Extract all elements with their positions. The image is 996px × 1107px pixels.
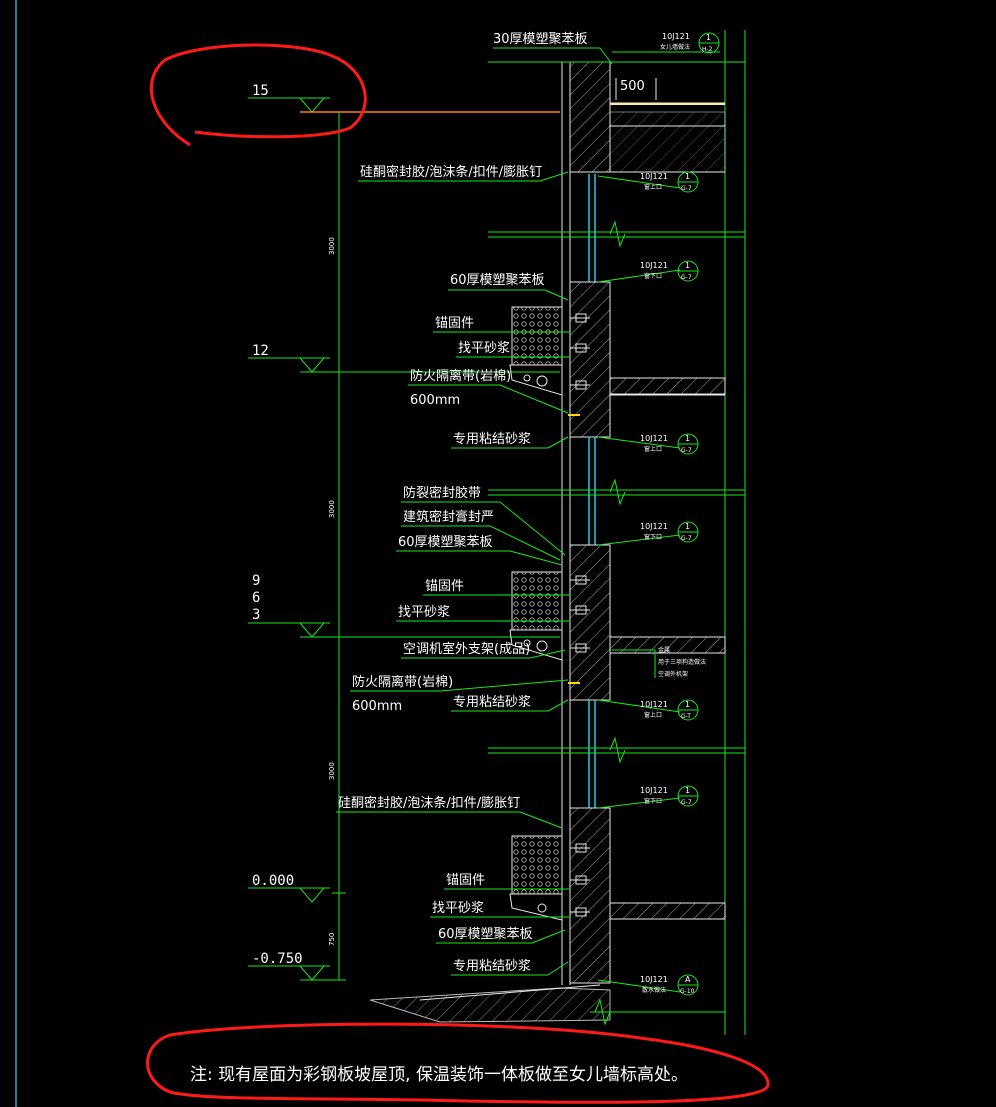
svg-text:H-2: H-2	[702, 46, 713, 53]
label-mortar-2: 找平砂浆	[398, 605, 450, 620]
label-top-board: 30厚模塑聚苯板	[493, 32, 588, 47]
dim-500: 500	[620, 79, 645, 94]
svg-text:窗下口: 窗下口	[644, 533, 662, 541]
dim-3000-top: 3000	[328, 237, 336, 255]
svg-text:1: 1	[685, 172, 690, 181]
elevation-15: 15	[248, 83, 345, 113]
svg-text:10J121: 10J121	[640, 522, 668, 531]
label-seal-2: 硅酮密封胶/泡沫条/扣件/膨胀钉	[338, 795, 520, 811]
svg-text:10J121: 10J121	[640, 786, 668, 795]
svg-text:10J121: 10J121	[640, 700, 668, 709]
svg-text:1: 1	[706, 33, 711, 42]
elevation-minus-0750: -0.750	[248, 951, 345, 981]
svg-text:窗上口: 窗上口	[644, 183, 662, 191]
svg-text:空调外机架: 空调外机架	[658, 670, 688, 678]
svg-text:G-7: G-7	[681, 535, 692, 542]
label-fire-2: 防火隔离带(岩棉)	[352, 674, 453, 690]
label-board60-1: 60厚模塑聚苯板	[450, 273, 545, 288]
svg-text:窗下口: 窗下口	[644, 797, 662, 805]
svg-text:6: 6	[252, 590, 260, 606]
svg-text:3: 3	[252, 607, 260, 623]
svg-text:G-7: G-7	[681, 185, 692, 192]
elevation-12: 12	[248, 343, 560, 373]
label-ac-bracket: 空调机室外支架(成品)	[403, 641, 530, 657]
svg-text:窗上口: 窗上口	[644, 445, 662, 453]
svg-text:10J121: 10J121	[640, 261, 668, 270]
svg-text:窗上口: 窗上口	[644, 711, 662, 719]
svg-text:G-7: G-7	[681, 447, 692, 454]
label-building-seal: 建筑密封膏封严	[403, 509, 494, 525]
drawing-note: 注: 现有屋面为彩钢板坡屋顶, 保温装饰一体板做至女儿墙标高处。	[190, 1065, 688, 1085]
elevation-0: 0.000	[248, 873, 330, 903]
detail-ref-0: 10J121 1 H-2 女儿墙做法	[612, 32, 720, 54]
label-mortar-3: 找平砂浆	[432, 901, 484, 916]
red-markup-bottom	[146, 1022, 770, 1104]
svg-text:窗下口: 窗下口	[644, 272, 662, 280]
label-bond-3: 专用粘结砂浆	[453, 959, 531, 974]
detail-ref-1: 10J121 1 G-7 窗上口	[597, 171, 699, 193]
red-markup-top	[149, 43, 367, 147]
detail-ref-7: 10J121 A G-10 散水做法	[597, 974, 699, 996]
svg-text:15: 15	[252, 83, 269, 99]
svg-text:10J121: 10J121	[662, 32, 690, 41]
detail-ref-6: 10J121 1 G-7 窗下口	[597, 785, 699, 809]
svg-text:-0.750: -0.750	[252, 951, 303, 967]
svg-text:9: 9	[252, 573, 260, 589]
label-fire-1: 防火隔离带(岩棉)	[410, 368, 511, 384]
label-anchor-3: 锚固件	[446, 873, 485, 888]
svg-text:G-7: G-7	[681, 274, 692, 281]
svg-text:1: 1	[685, 434, 690, 443]
svg-text:10J121: 10J121	[640, 975, 668, 984]
dim-3000-middle: 3000	[328, 500, 336, 518]
svg-text:A: A	[685, 975, 691, 984]
svg-text:G-T: G-T	[681, 713, 691, 720]
svg-text:1: 1	[685, 522, 690, 531]
svg-text:1: 1	[685, 700, 690, 709]
wall-section: 500	[369, 30, 746, 1035]
bracket-notes: 金属 用于三项构造做法 空调外机架	[612, 646, 706, 678]
svg-text:金属: 金属	[658, 646, 670, 654]
label-fire-2-size: 600mm	[352, 699, 402, 714]
label-mortar-1: 找平砂浆	[458, 341, 510, 356]
svg-text:12: 12	[252, 343, 269, 359]
svg-text:G-10: G-10	[680, 988, 695, 995]
label-bond-1: 专用粘结砂浆	[453, 432, 531, 447]
detail-ref-4: 10J121 1 G-7 窗下口	[597, 521, 699, 546]
detail-ref-2: 10J121 1 G-7 窗下口	[597, 260, 699, 283]
label-fire-1-size: 600mm	[410, 393, 460, 408]
label-seal-1: 硅酮密封胶/泡沫条/扣件/膨胀钉	[360, 164, 542, 180]
svg-text:G-7: G-7	[681, 799, 692, 806]
elevation-9-6-3: 9 6 3	[248, 573, 560, 638]
svg-text:0.000: 0.000	[252, 873, 294, 889]
label-anchor-2: 锚固件	[425, 579, 464, 594]
dim-750: 750	[328, 933, 336, 946]
svg-text:1: 1	[685, 786, 690, 795]
break-lines	[488, 220, 745, 1026]
dimension-chain: 3000 3000 3000 750	[328, 111, 346, 981]
detail-ref-3: 10J121 1 G-7 窗上口	[597, 433, 699, 455]
label-anchor-1: 锚固件	[435, 316, 474, 331]
svg-text:1: 1	[685, 261, 690, 270]
svg-text:女儿墙做法: 女儿墙做法	[660, 43, 690, 51]
label-board60-3: 60厚模塑聚苯板	[438, 927, 533, 942]
svg-text:用于三项构造做法: 用于三项构造做法	[658, 658, 706, 666]
material-labels: 30厚模塑聚苯板 硅酮密封胶/泡沫条/扣件/膨胀钉 60厚模塑聚苯板 锚固件 找…	[336, 32, 613, 976]
label-bond-2: 专用粘结砂浆	[453, 695, 531, 710]
label-board60-2: 60厚模塑聚苯板	[398, 535, 493, 550]
label-crack-tape: 防裂密封胶带	[403, 485, 481, 501]
svg-text:10J121: 10J121	[640, 434, 668, 443]
svg-text:散水做法: 散水做法	[642, 986, 666, 994]
detail-ref-5: 10J121 1 G-T 窗上口	[597, 699, 699, 721]
svg-text:10J121: 10J121	[640, 172, 668, 181]
dim-3000-bottom: 3000	[328, 762, 336, 780]
